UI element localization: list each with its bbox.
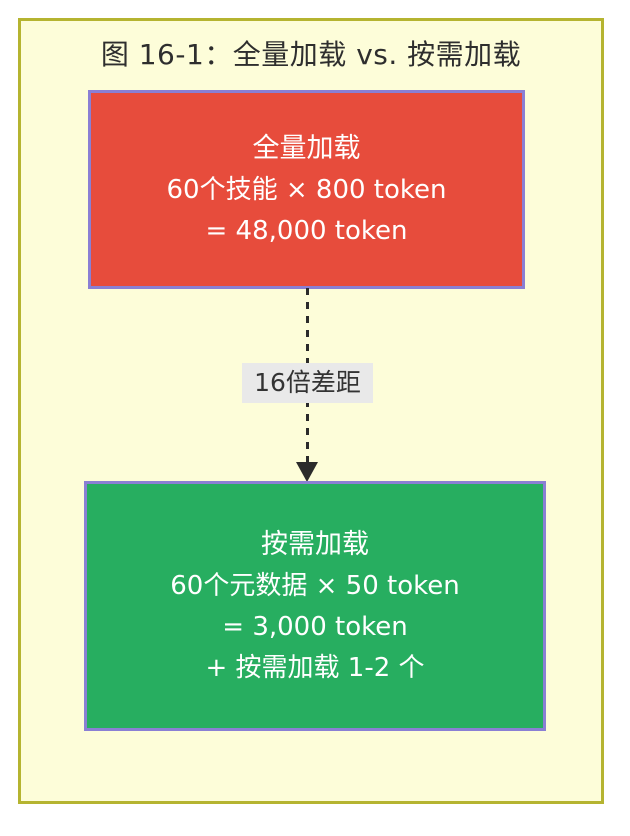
- node-full-load-line-2: = 48,000 token: [205, 215, 408, 246]
- page-title: 图 16-1：全量加载 vs. 按需加载: [100, 38, 522, 71]
- node-on-demand-line-3: + 按需加载 1-2 个: [205, 652, 425, 683]
- node-on-demand-line-2: = 3,000 token: [222, 611, 408, 642]
- node-full-load: 全量加载 60个技能 × 800 token = 48,000 token: [88, 90, 525, 289]
- node-full-load-title: 全量加载: [252, 132, 361, 164]
- connector-label: 16倍差距: [242, 363, 373, 403]
- node-on-demand-load: 按需加载 60个元数据 × 50 token = 3,000 token + 按…: [84, 481, 546, 731]
- node-on-demand-title: 按需加载: [261, 528, 369, 560]
- node-full-load-line-1: 60个技能 × 800 token: [166, 174, 447, 205]
- arrow-down-icon: [296, 462, 318, 482]
- node-on-demand-line-1: 60个元数据 × 50 token: [170, 570, 460, 601]
